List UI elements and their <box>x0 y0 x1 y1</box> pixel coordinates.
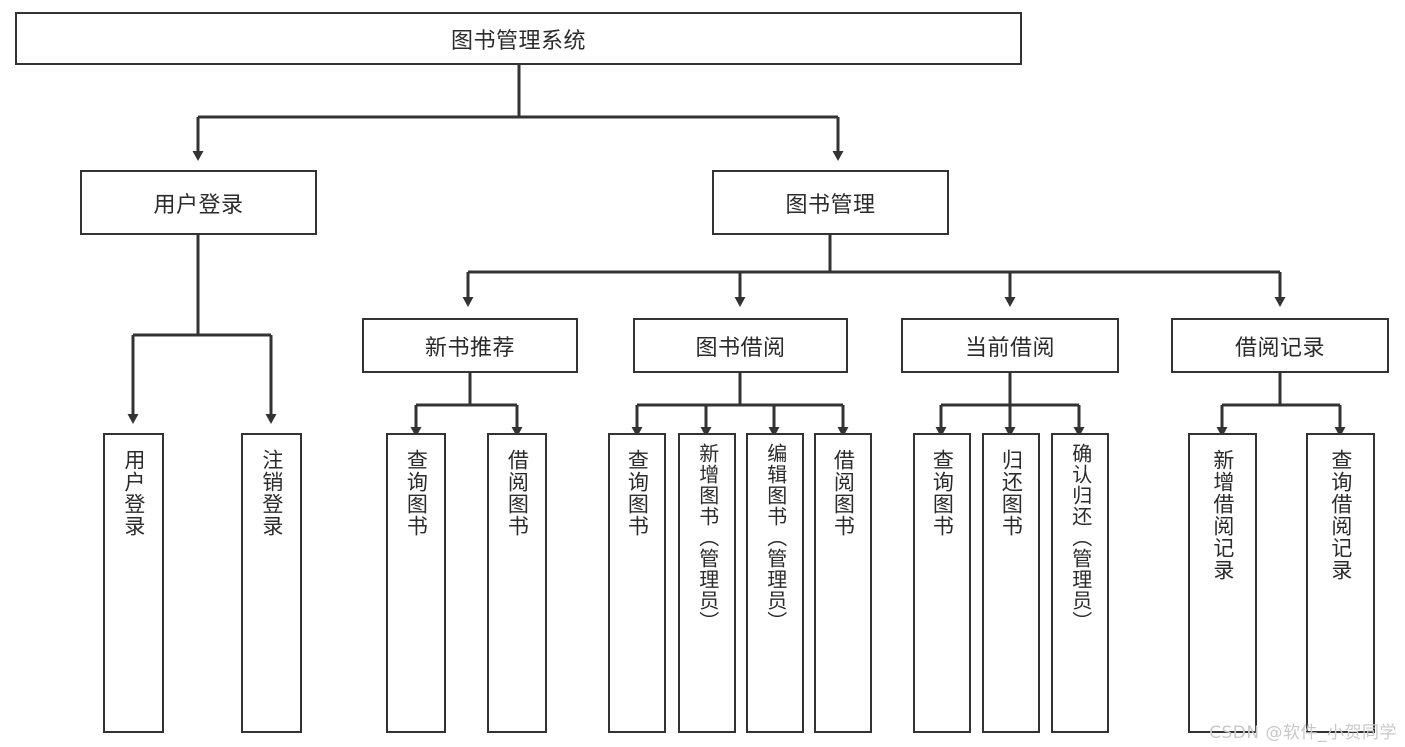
node-leaf-add-book[interactable]: 新增图书（管理员） <box>678 433 736 733</box>
node-book-management-label: 图书管理 <box>785 192 876 218</box>
node-leaf-confirm-return[interactable]: 确认归还（管理员） <box>1051 433 1109 733</box>
leaf-label: 查询图书 <box>930 449 955 537</box>
node-leaf-borrow-book-2[interactable]: 借阅图书 <box>814 433 872 733</box>
node-leaf-query-book-2[interactable]: 查询图书 <box>608 433 666 733</box>
node-new-book-recommend[interactable]: 新书推荐 <box>362 318 578 373</box>
leaf-label: 查询图书 <box>625 449 650 537</box>
csdn-watermark: CSDN @软件_小贺同学 <box>1209 723 1397 743</box>
node-borrow-record[interactable]: 借阅记录 <box>1171 318 1389 373</box>
node-leaf-borrow-book-1[interactable]: 借阅图书 <box>487 433 547 733</box>
node-leaf-edit-book[interactable]: 编辑图书（管理员） <box>746 433 804 733</box>
node-new-book-recommend-label: 新书推荐 <box>424 335 515 361</box>
node-user-login-label: 用户登录 <box>153 192 244 218</box>
node-user-login[interactable]: 用户登录 <box>80 170 317 235</box>
leaf-label: 归还图书 <box>999 449 1024 537</box>
leaf-label: 查询借阅记录 <box>1328 449 1353 581</box>
node-leaf-add-record[interactable]: 新增借阅记录 <box>1188 433 1257 733</box>
leaf-label: 借阅图书 <box>505 449 530 537</box>
node-leaf-query-book-3[interactable]: 查询图书 <box>913 433 971 733</box>
node-current-borrow[interactable]: 当前借阅 <box>901 318 1119 373</box>
node-book-borrow-label: 图书借阅 <box>695 335 786 361</box>
node-leaf-return-book[interactable]: 归还图书 <box>982 433 1040 733</box>
leaf-label: 用户登录 <box>121 449 146 537</box>
node-leaf-query-record[interactable]: 查询借阅记录 <box>1306 433 1375 733</box>
node-current-borrow-label: 当前借阅 <box>964 335 1055 361</box>
leaf-label: 借阅图书 <box>831 449 856 537</box>
node-leaf-user-login[interactable]: 用户登录 <box>103 433 164 733</box>
node-root[interactable]: 图书管理系统 <box>15 12 1022 65</box>
leaf-label: 编辑图书（管理员） <box>763 443 788 632</box>
leaf-label: 新增图书（管理员） <box>695 443 720 632</box>
node-book-management[interactable]: 图书管理 <box>712 170 949 235</box>
node-leaf-query-book-1[interactable]: 查询图书 <box>386 433 446 733</box>
leaf-label: 确认归还（管理员） <box>1068 443 1093 632</box>
leaf-label: 注销登录 <box>259 449 284 537</box>
node-leaf-logout-login[interactable]: 注销登录 <box>241 433 302 733</box>
leaf-label: 新增借阅记录 <box>1210 449 1235 581</box>
node-book-borrow[interactable]: 图书借阅 <box>633 318 848 373</box>
leaf-label: 查询图书 <box>404 449 429 537</box>
node-root-label: 图书管理系统 <box>450 28 586 54</box>
node-borrow-record-label: 借阅记录 <box>1234 335 1325 361</box>
